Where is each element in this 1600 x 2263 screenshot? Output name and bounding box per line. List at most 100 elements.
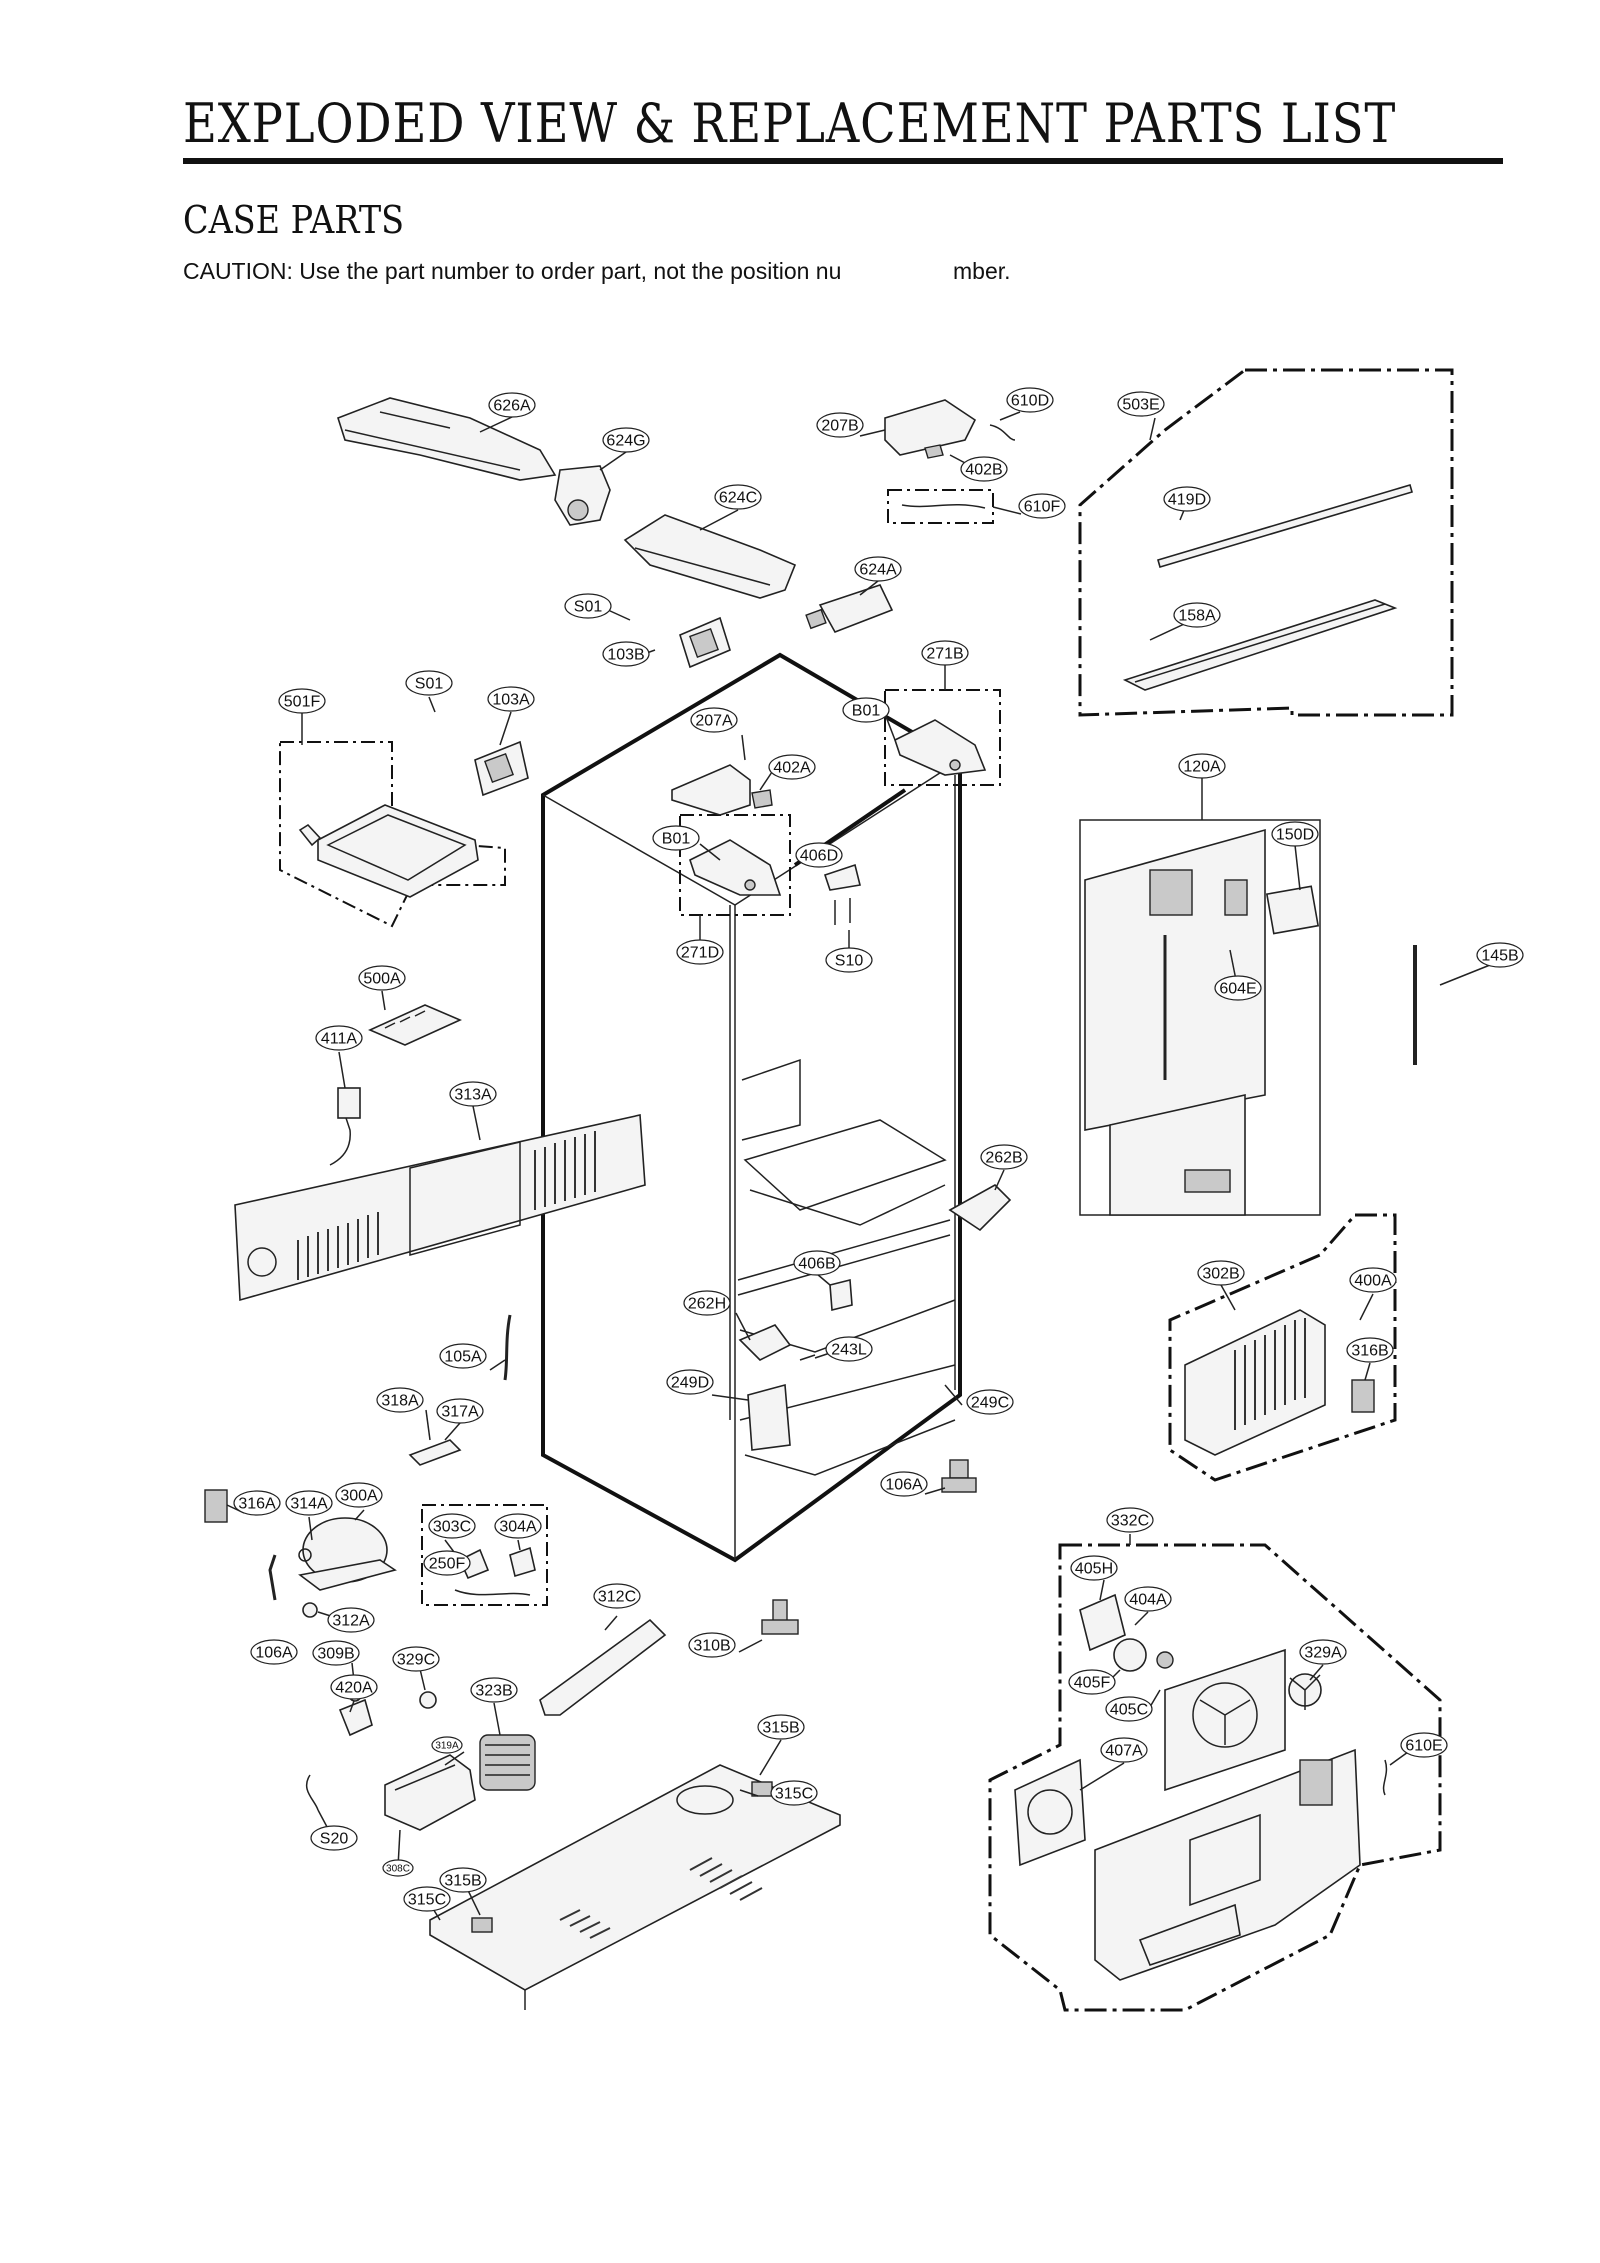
- callout-label: 262B: [985, 1150, 1022, 1167]
- callout-label: 624C: [719, 490, 757, 507]
- power-cord-part: [329, 1089, 351, 1166]
- callout: 271B: [921, 640, 969, 666]
- caution-text-continued: mber.: [953, 258, 1011, 284]
- lower-hinge-left-part: [738, 1324, 792, 1361]
- callout-ellipse: [439, 1343, 487, 1369]
- callout: S01: [564, 593, 612, 619]
- callout-ellipse: [683, 1290, 731, 1316]
- callout-label: 315B: [762, 1720, 799, 1737]
- wire-harness-group: [887, 489, 994, 524]
- ice-bucket-part: [623, 514, 797, 599]
- callout: 604E: [1214, 975, 1262, 1001]
- callout-label: 103A: [492, 692, 530, 709]
- callout-ellipse: [1106, 1507, 1154, 1533]
- callout-label: 106A: [255, 1645, 293, 1662]
- fan-motor-assembly-part: [1079, 1593, 1174, 1672]
- callout-label: 407A: [1105, 1743, 1143, 1760]
- callout-label: 323B: [475, 1683, 512, 1700]
- callout-label: 406D: [800, 848, 838, 865]
- callout-ellipse: [768, 754, 816, 780]
- callout-label: 610F: [1024, 499, 1061, 516]
- water-tube-part: [503, 1314, 512, 1381]
- callout: 406D: [795, 842, 843, 868]
- insulation-pad-part: [1265, 885, 1320, 935]
- caution-text: CAUTION: Use the part number to order pa…: [183, 258, 842, 284]
- callout-label: 402B: [965, 462, 1002, 479]
- callout-label: 308C: [386, 1864, 410, 1875]
- callout-ellipse: [842, 697, 890, 723]
- callout: 500A: [358, 965, 406, 991]
- condenser-fan-part: [479, 1734, 536, 1791]
- callout: 312C: [593, 1583, 641, 1609]
- lower-hinge-part: [948, 1184, 1012, 1232]
- callout: 249D: [666, 1369, 714, 1395]
- section-title: CASE PARTS: [183, 198, 405, 242]
- callout-label: 400A: [1354, 1273, 1392, 1290]
- callout-label: 319A: [435, 1741, 459, 1752]
- callout-label: 316B: [1351, 1343, 1388, 1360]
- callout-label: 262H: [688, 1296, 726, 1313]
- callout: 315B: [439, 1867, 487, 1893]
- callout-label: 626A: [493, 398, 531, 415]
- callout-ellipse: [423, 1550, 471, 1576]
- callout-ellipse: [770, 1780, 818, 1806]
- callout-label: B01: [852, 703, 881, 720]
- callout-ellipse: [494, 1513, 542, 1539]
- callout-label: 312A: [332, 1613, 370, 1630]
- callout-ellipse: [921, 640, 969, 666]
- callout-label: 312C: [598, 1589, 636, 1606]
- callout-label: 405H: [1075, 1561, 1113, 1578]
- callout-label: 106A: [885, 1477, 923, 1494]
- callout-ellipse: [488, 392, 536, 418]
- callout-ellipse: [795, 842, 843, 868]
- callout-ellipse: [1070, 1555, 1118, 1581]
- callout-label: 310B: [693, 1638, 730, 1655]
- callout: S01: [405, 670, 453, 696]
- callout: 319A: [431, 1736, 463, 1754]
- callout-ellipse: [793, 1250, 841, 1276]
- callout: 300A: [335, 1482, 383, 1508]
- callout-ellipse: [666, 1369, 714, 1395]
- callout: 407A: [1100, 1737, 1148, 1763]
- callout-ellipse: [436, 1398, 484, 1424]
- callout-label: 243L: [831, 1342, 867, 1359]
- harness-wire: [901, 504, 986, 509]
- shelf-part: [298, 804, 479, 898]
- callout: 501F: [278, 688, 326, 714]
- callout: 103B: [602, 641, 650, 667]
- callout-ellipse: [327, 1607, 375, 1633]
- callout-ellipse: [880, 1471, 928, 1497]
- callout: 610D: [1006, 387, 1054, 413]
- drain-pan-part: [539, 1618, 667, 1716]
- sensor-wire-610e: [1382, 1759, 1388, 1796]
- callout: 310B: [688, 1632, 736, 1658]
- callout-ellipse: [1018, 493, 1066, 519]
- callout: 318A: [376, 1387, 424, 1413]
- callout-label: S01: [415, 676, 444, 693]
- callout-label: 271B: [926, 646, 963, 663]
- latch-part: [823, 863, 861, 891]
- callout: 405C: [1105, 1696, 1153, 1722]
- callout-label: 624A: [859, 562, 897, 579]
- callout-label: 249C: [971, 1395, 1009, 1412]
- callout-label: 316A: [238, 1496, 276, 1513]
- fan-blade-part: [1288, 1673, 1322, 1710]
- hinge-left-group: [679, 814, 791, 916]
- callout: 308C: [382, 1859, 414, 1877]
- callout-ellipse: [1214, 975, 1262, 1001]
- callout-label: 503E: [1122, 397, 1159, 414]
- callout-ellipse: [330, 1674, 378, 1700]
- hinge-right-group: [884, 689, 1001, 786]
- callout-ellipse: [1124, 1586, 1172, 1612]
- ice-auger-motor-part: [554, 465, 611, 526]
- callout-ellipse: [966, 1389, 1014, 1415]
- callout-label: 317A: [441, 1404, 479, 1421]
- callout-label: 303C: [433, 1519, 471, 1536]
- door-trim-group-outline: [1078, 368, 1454, 717]
- callout-label: 250F: [429, 1556, 466, 1573]
- trim-strip-part: [1122, 599, 1398, 691]
- compressor-part: [298, 1517, 397, 1591]
- callout-ellipse: [315, 1025, 363, 1051]
- callout: 262H: [683, 1290, 731, 1316]
